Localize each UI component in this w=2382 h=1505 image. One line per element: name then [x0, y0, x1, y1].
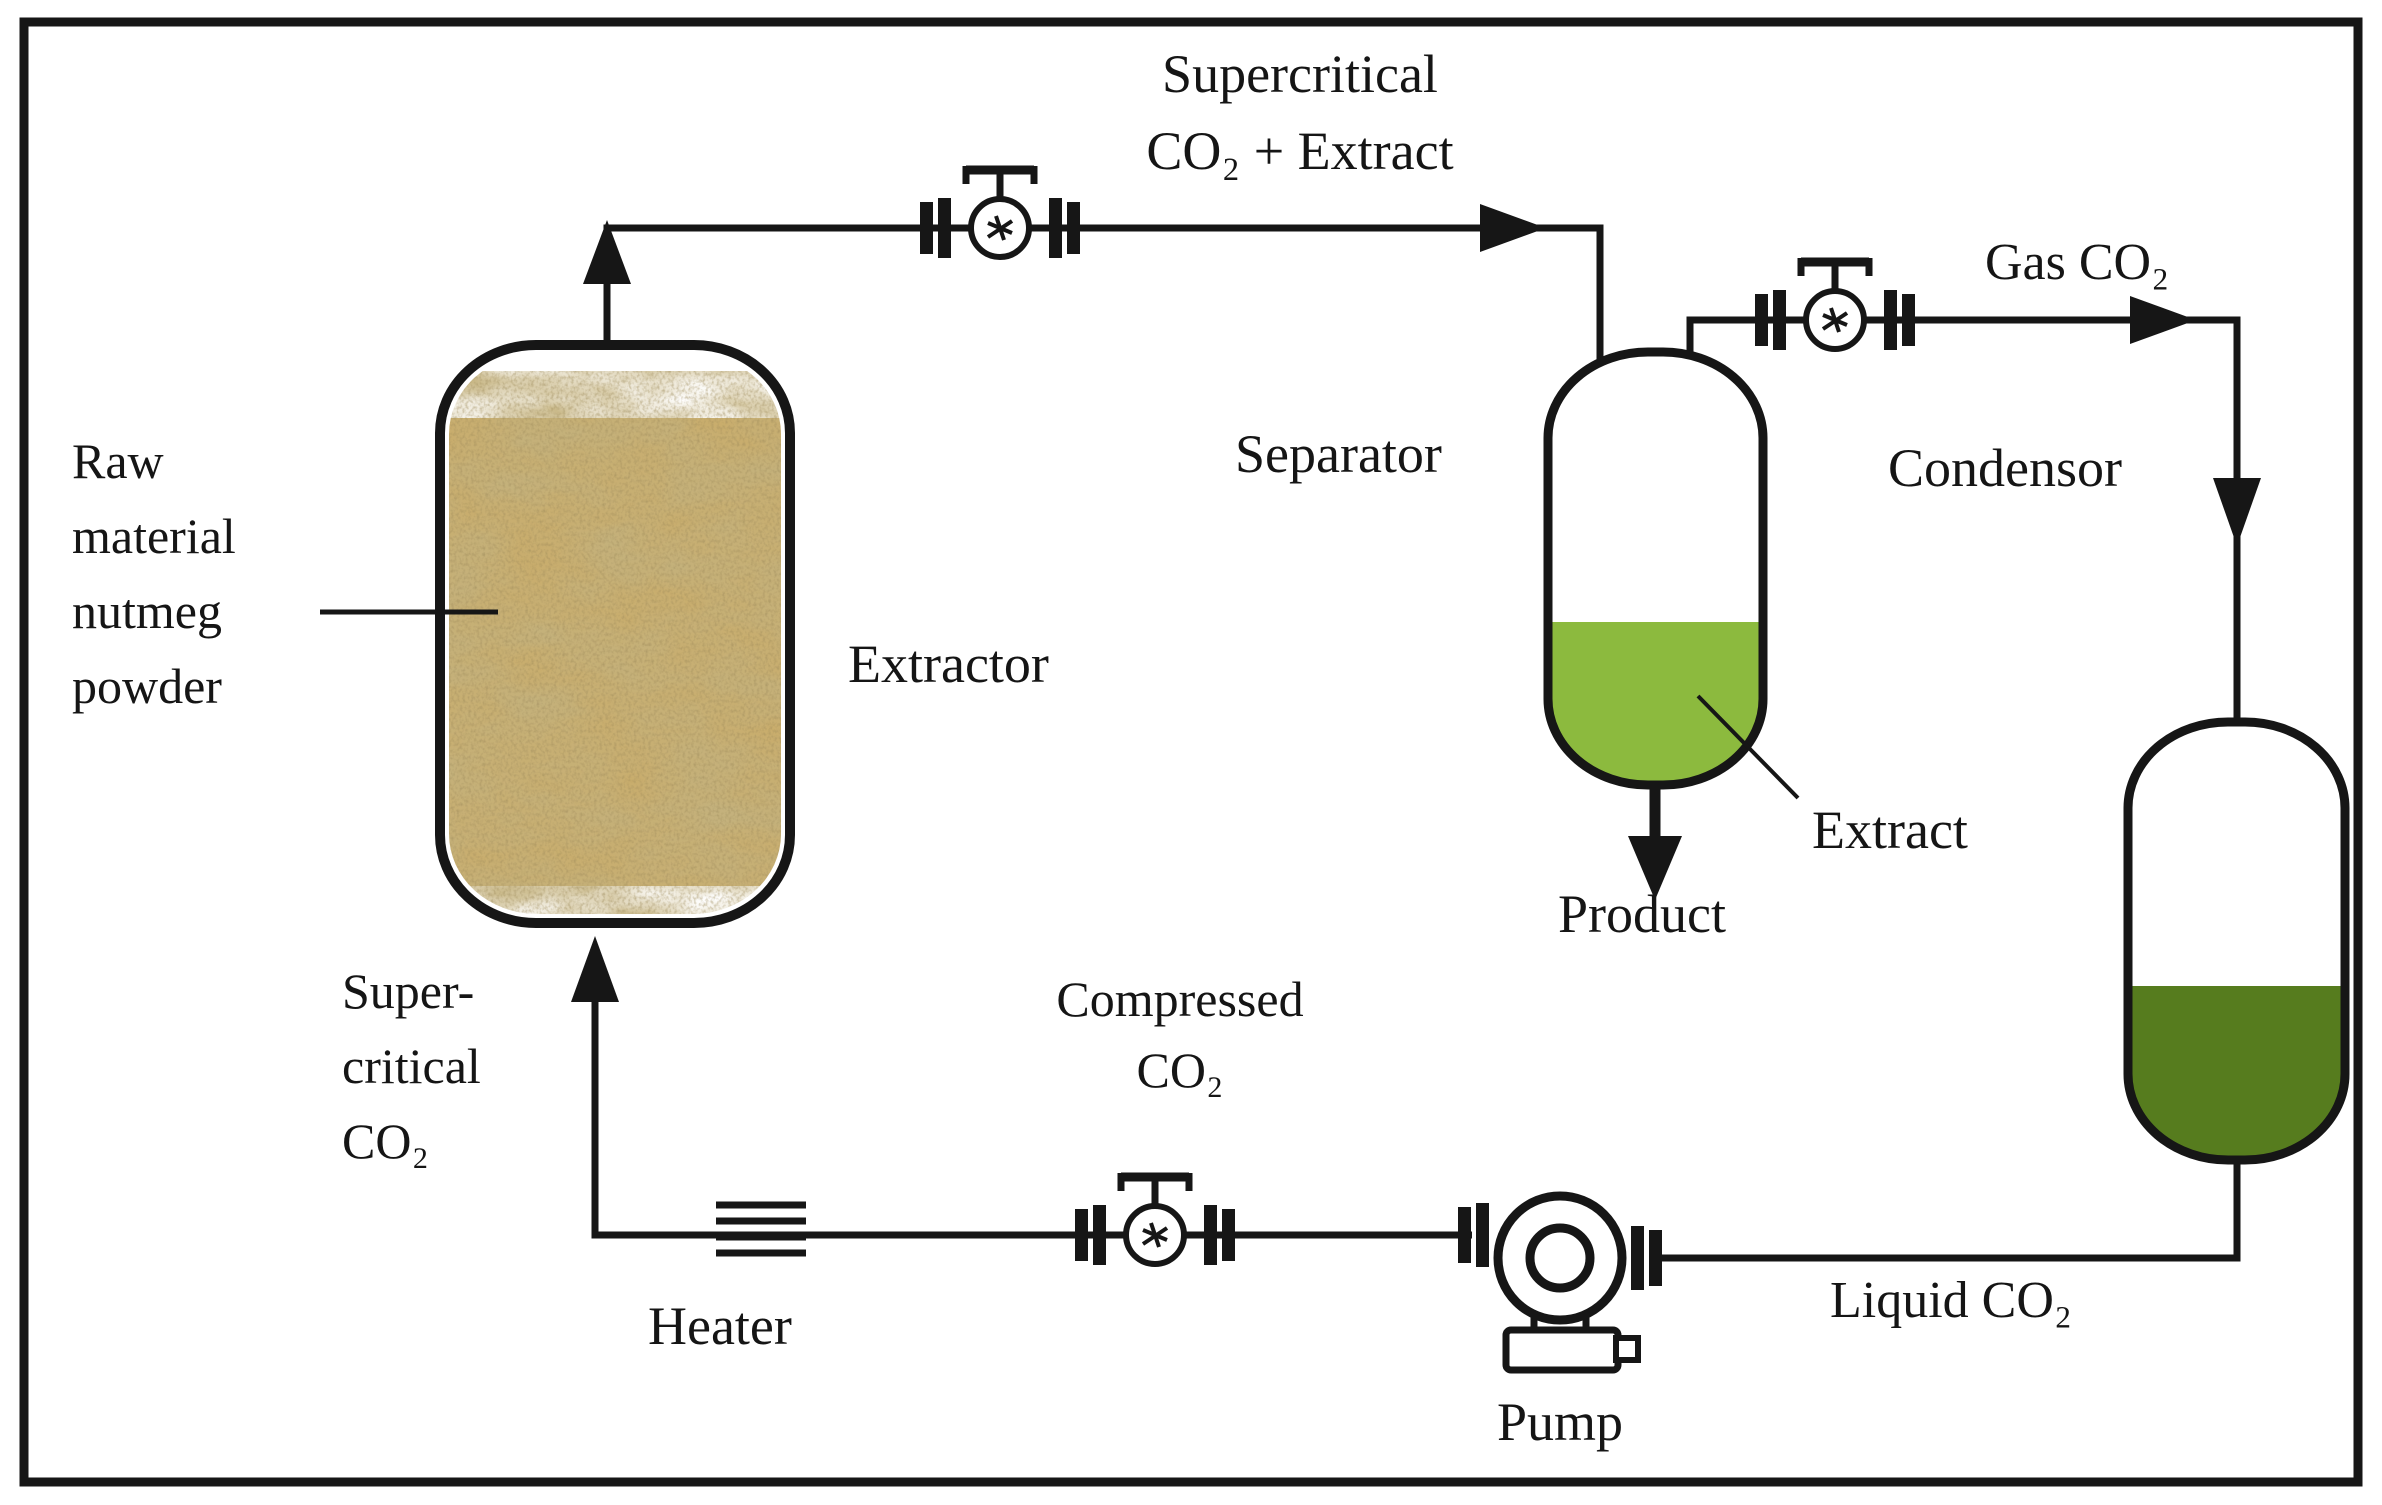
condenser-liquid — [2132, 986, 2341, 1156]
figure-border — [19, 17, 2363, 1487]
label-condensor: Condensor — [1888, 438, 2122, 498]
separator-vessel — [1543, 347, 1768, 790]
label-separator: Separator — [1235, 424, 1442, 484]
label-gas-co2: Gas CO₂ — [1985, 234, 2170, 291]
label-compressed-co2: Compressed CO₂ — [1056, 971, 1304, 1098]
separator-liquid — [1552, 622, 1759, 781]
flow-arrow-extractor-outlet — [583, 220, 631, 284]
label-raw-material: Raw material nutmeg powder — [72, 433, 236, 714]
label-pump: Pump — [1496, 1392, 1624, 1452]
pump-icon — [1458, 1191, 1662, 1374]
label-extract: Extract — [1812, 800, 1968, 860]
nutmeg-powder-fill — [449, 418, 781, 886]
condenser-vessel — [2123, 717, 2350, 1165]
flow-arrow-gas-co2 — [2130, 296, 2196, 344]
flow-arrow-to-separator — [1480, 204, 1546, 252]
extract-pointer-line — [1696, 694, 1800, 800]
heater-icon — [716, 1201, 806, 1257]
flow-arrow-to-extractor-inlet — [571, 936, 619, 1002]
extractor-vessel — [435, 340, 795, 928]
label-supercritical-co2: Super- critical CO₂ — [342, 963, 481, 1169]
label-liquid-co2: Liquid CO₂ — [1830, 1272, 2073, 1329]
pipe-condenser-to-pump — [1652, 1154, 2241, 1262]
valve-icon-gas-line — [1755, 258, 1915, 350]
label-supercritical-co2-extract: Supercritical CO₂ + Extract — [1146, 44, 1454, 181]
label-product: Product — [1558, 884, 1726, 944]
valve-icon-compressed-line — [1075, 1173, 1235, 1265]
pipe-separator-to-condenser — [1686, 316, 2241, 728]
pipe-network — [591, 224, 2241, 1262]
pipe-extractor-to-separator — [603, 224, 1604, 366]
flow-arrows — [571, 204, 2261, 1002]
label-extractor: Extractor — [848, 634, 1049, 694]
product-arrow — [1628, 787, 1682, 900]
label-heater: Heater — [648, 1296, 792, 1356]
flow-arrow-to-condenser — [2213, 478, 2261, 546]
